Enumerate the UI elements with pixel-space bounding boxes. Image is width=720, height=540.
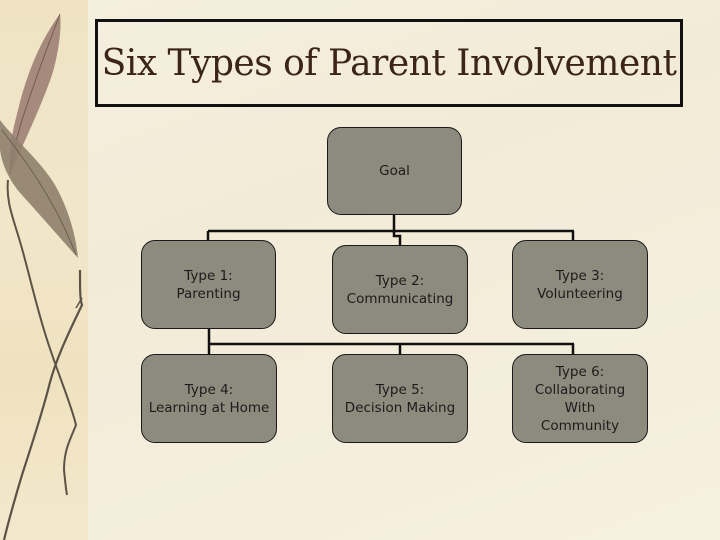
goal-node[interactable]: Goal: [327, 127, 462, 215]
node-label-line: Collaborating: [534, 381, 626, 398]
type-4-learning-at-home-node[interactable]: Type 4: Learning at Home: [141, 354, 277, 443]
leaf-branch-decoration-icon: [0, 13, 84, 540]
node-label-line: Communicating: [346, 290, 454, 307]
node-label-line: Parenting: [176, 285, 241, 302]
node-label-line: Type 2:: [375, 272, 425, 289]
slide-title: Six Types of Parent Involvement: [101, 42, 677, 84]
node-label-line: With: [564, 399, 596, 416]
type-3-volunteering-node[interactable]: Type 3: Volunteering: [512, 240, 648, 329]
slide-title-box: Six Types of Parent Involvement: [95, 19, 683, 107]
node-label-line: Decision Making: [344, 399, 456, 416]
type-6-collaborating-with-community-node[interactable]: Type 6: Collaborating With Community: [512, 354, 648, 443]
type-1-parenting-node[interactable]: Type 1: Parenting: [141, 240, 276, 329]
type-5-decision-making-node[interactable]: Type 5: Decision Making: [332, 354, 468, 443]
node-label-line: Type 3:: [555, 267, 605, 284]
node-label-line: Type 6:: [555, 363, 605, 380]
node-label-line: Type 4:: [184, 381, 234, 398]
node-label-line: Volunteering: [537, 285, 623, 302]
type-2-communicating-node[interactable]: Type 2: Communicating: [332, 245, 468, 334]
goal-label: Goal: [379, 163, 410, 179]
node-label-line: Type 5:: [375, 381, 425, 398]
node-label-line: Learning at Home: [148, 399, 270, 416]
node-label-line: Type 1:: [184, 267, 233, 284]
node-label-line: Community: [540, 417, 620, 434]
